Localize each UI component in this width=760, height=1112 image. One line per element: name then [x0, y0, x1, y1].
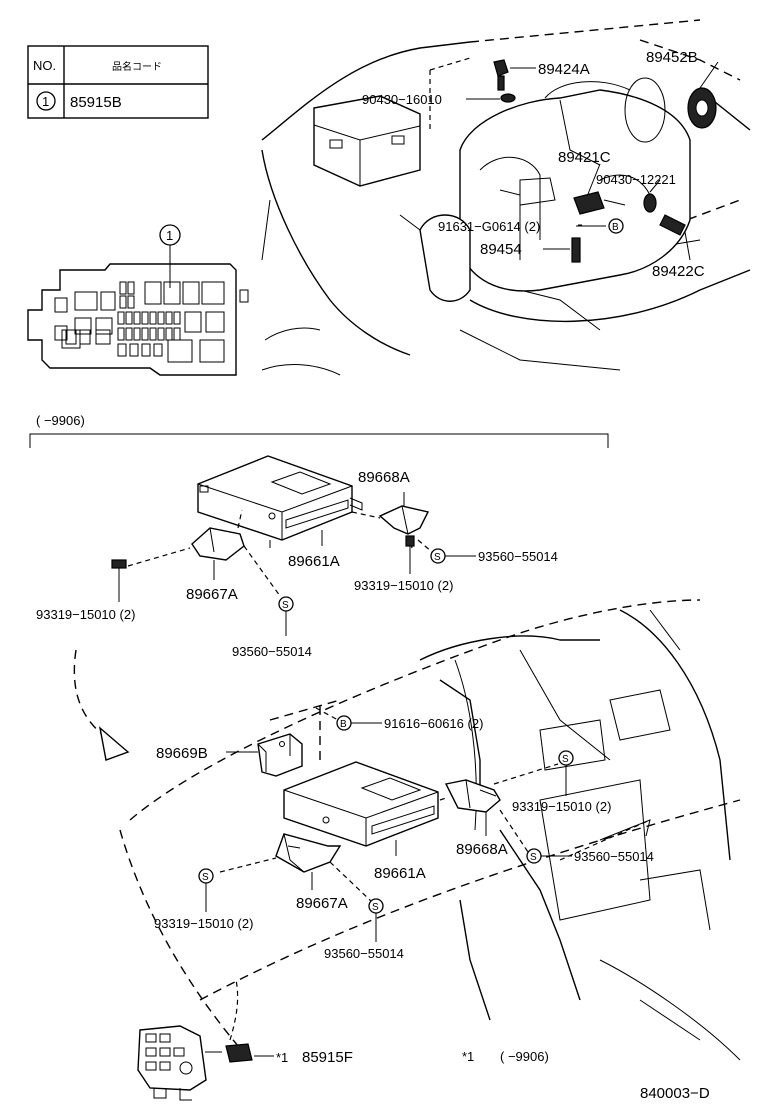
bracket-89669B: [257, 733, 303, 777]
part-label-89669B: 89669B: [156, 745, 208, 762]
table-header-code: 品名コード: [112, 60, 162, 73]
table-row-number-circle: [36, 91, 56, 111]
nut-mark-s-3-text: S: [562, 754, 569, 765]
engine-illustration: [399, 77, 691, 302]
bolt-mark-b-text: B: [612, 222, 619, 233]
part-label-93319-15010-lower-2: 93319−15010 (2): [154, 916, 253, 931]
bracket-89668A-upper: [378, 492, 430, 535]
sensor-89452B: [687, 61, 719, 129]
sensor-89421C: [573, 163, 626, 215]
part-label-89667A-lower: 89667A: [296, 895, 348, 912]
bolt-93319-upper-right: [405, 535, 415, 547]
section-range-label: ( −9906): [36, 413, 85, 428]
part-label-89452B: 89452B: [646, 49, 698, 66]
nut-mark-s-6-text: S: [372, 902, 379, 913]
part-label-89661A-upper: 89661A: [288, 553, 340, 570]
sensor-89454: [543, 237, 581, 263]
section-bracket: [29, 433, 609, 448]
part-label-89421C: 89421C: [558, 149, 611, 166]
table-header-no: NO.: [33, 58, 56, 73]
bracket-89667A-lower: [275, 833, 342, 890]
part-label-89661A-lower: 89661A: [374, 865, 426, 882]
part-label-93560-55014-lower-1: 93560−55014: [574, 849, 654, 864]
part-label-89667A-upper: 89667A: [186, 586, 238, 603]
ecu-upper-illustration: [197, 455, 363, 548]
part-label-90430-16010: 90430−16010: [362, 92, 442, 107]
engine-compartment-drawing: B: [261, 19, 751, 376]
dashboard-outline: [119, 599, 741, 1061]
gasket-90430-12221: [643, 179, 661, 213]
callout-number: 1: [166, 228, 173, 243]
location-arrow: [73, 649, 130, 761]
nut-mark-s-1-text: S: [434, 552, 441, 563]
relay-block-illustration: [137, 1025, 207, 1101]
part-label-85915F: 85915F: [302, 1049, 353, 1066]
bracket-89667A-upper: [191, 527, 245, 580]
ecu-lower-illustration: [283, 761, 439, 856]
battery-illustration: [313, 95, 421, 187]
part-label-93319-15010-lower-1: 93319−15010 (2): [512, 799, 611, 814]
part-label-93319-15010-upper-2: 93319−15010 (2): [36, 607, 135, 622]
bolt-mark-b: [608, 218, 624, 234]
part-label-89668A-upper: 89668A: [358, 469, 410, 486]
part-label-89422C: 89422C: [652, 263, 705, 280]
part-label-91631-G0614: 91631−G0614 (2): [438, 219, 540, 234]
table-row-code: 85915B: [70, 94, 122, 111]
part-label-89424A: 89424A: [538, 61, 590, 78]
part-label-91616-60616: 91616−60616 (2): [384, 716, 483, 731]
relay-mark: *1: [276, 1050, 288, 1065]
bracket-89668A-lower: [444, 779, 501, 836]
part-label-90430-12221: 90430−12221: [596, 172, 676, 187]
junction-block: 1: [27, 224, 249, 376]
bolt-93319-upper-left: [111, 559, 127, 569]
part-label-93560-55014-lower-2: 93560−55014: [324, 946, 404, 961]
nut-mark-s-5-text: S: [202, 872, 209, 883]
part-label-93560-55014-upper-1: 93560−55014: [478, 549, 558, 564]
gasket-90430-16010: [500, 93, 516, 103]
sensor-89424A: [493, 59, 536, 91]
footnote-mark: *1: [462, 1049, 474, 1064]
nut-mark-s-2-text: S: [282, 600, 289, 611]
part-code-table: NO. 品名コード 1 85915B: [27, 45, 209, 119]
part-label-93560-55014-upper-2: 93560−55014: [232, 644, 312, 659]
part-label-89454: 89454: [480, 241, 522, 258]
relay-85915F: [225, 1043, 253, 1063]
sensor-89422C: [659, 214, 691, 261]
part-label-93319-15010-upper-1: 93319−15010 (2): [354, 578, 453, 593]
figure-code: 840003−D: [640, 1085, 710, 1102]
bolt-mark-b-2-text: B: [340, 719, 347, 730]
part-label-89668A-lower: 89668A: [456, 841, 508, 858]
table-row-number: 1: [42, 94, 49, 109]
footnote-range: ( −9906): [500, 1049, 549, 1064]
nut-mark-s-4-text: S: [530, 852, 537, 863]
